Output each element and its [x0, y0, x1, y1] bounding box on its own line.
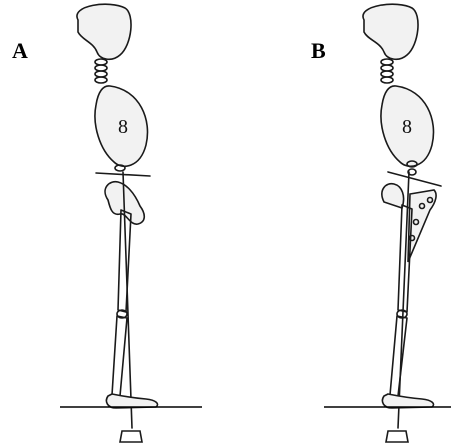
shin-segment [112, 316, 127, 396]
panel-b: B 8 [226, 0, 452, 444]
torso-marking: 8 [402, 116, 412, 138]
torso-marking: 8 [118, 116, 128, 138]
figure-a: 8 [0, 0, 226, 444]
foot-block [106, 394, 157, 408]
pelvis-block [382, 184, 404, 208]
figure-b: 8 [226, 0, 452, 444]
shin-segment [390, 316, 407, 396]
head-block [363, 4, 418, 59]
plumb-weight [386, 431, 408, 442]
panel-a: A 8 [0, 0, 226, 444]
foot-block [382, 394, 433, 408]
neck-spring [95, 59, 107, 83]
head-block [77, 4, 131, 59]
plumb-weight [120, 431, 142, 442]
neck-spring [381, 59, 393, 83]
